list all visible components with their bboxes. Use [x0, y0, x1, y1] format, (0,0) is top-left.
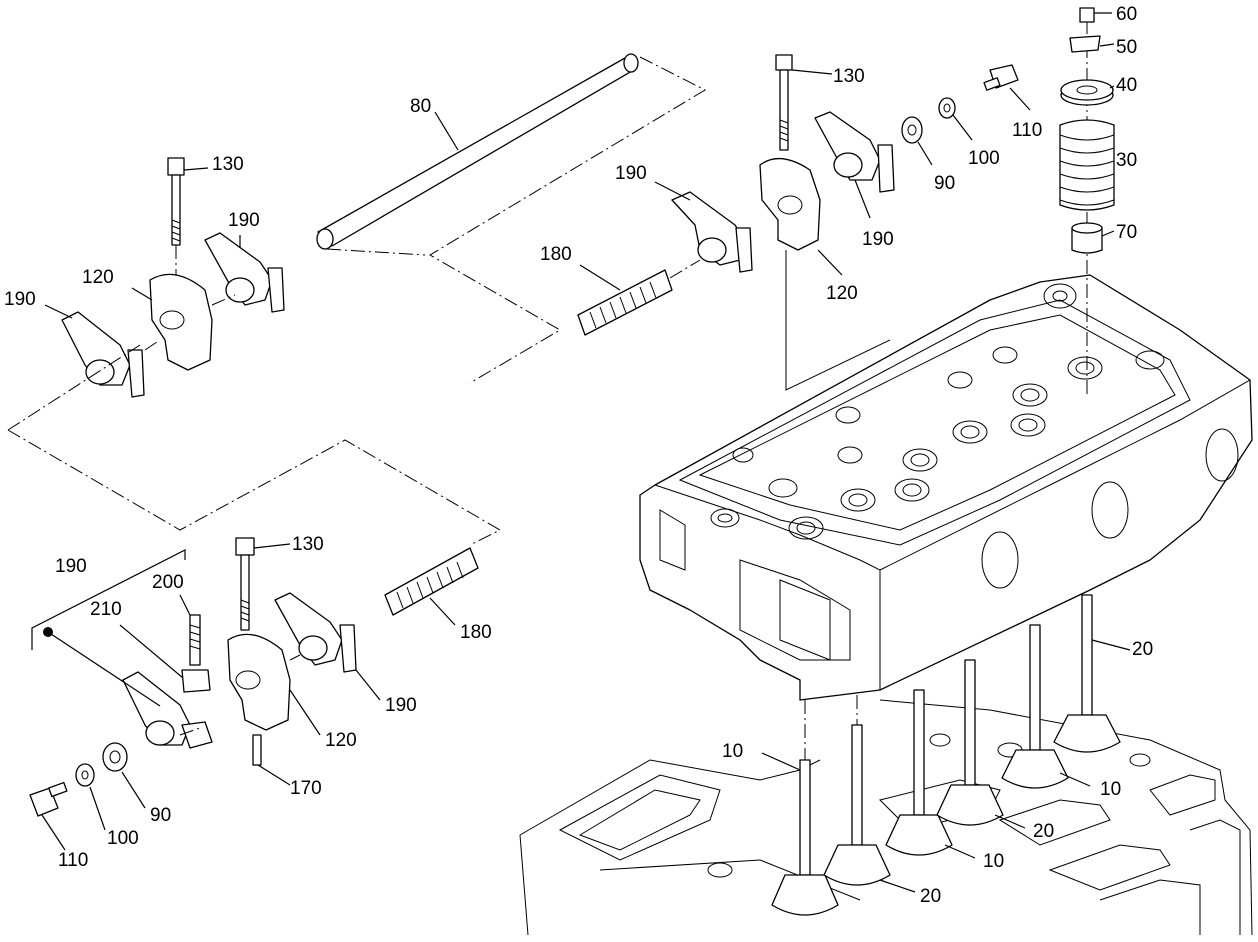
valve-2 [823, 724, 891, 886]
callout-20: 20 [1132, 639, 1153, 660]
rocker-group-top-left [7, 157, 502, 546]
valve-spring [1059, 119, 1115, 211]
callout-50: 50 [1116, 37, 1137, 58]
callout-190: 190 [385, 695, 417, 716]
callout-180: 180 [540, 244, 572, 265]
callout-130: 130 [833, 66, 865, 87]
callout-190: 190 [55, 556, 87, 577]
callout-130: 130 [292, 534, 324, 555]
callout-10: 10 [983, 851, 1004, 872]
valve-1 [771, 759, 839, 916]
valves [771, 594, 1121, 916]
valve-3 [885, 689, 953, 856]
callout-210: 210 [90, 599, 122, 620]
callout-100: 100 [968, 148, 1000, 169]
callout-170: 170 [290, 778, 322, 799]
callout-110: 110 [58, 850, 88, 871]
callout-40: 40 [1116, 75, 1137, 96]
valve-4 [936, 659, 1004, 826]
valve-6 [1053, 594, 1121, 753]
callout-20: 20 [920, 886, 941, 907]
valve-spring-assembly [1059, 7, 1115, 395]
callout-130: 130 [212, 154, 244, 175]
callout-10: 10 [722, 741, 743, 762]
callout-180: 180 [460, 622, 492, 643]
callout-190: 190 [862, 229, 894, 250]
callout-190: 190 [228, 210, 260, 231]
valve-5 [1001, 624, 1069, 789]
callout-100: 100 [107, 828, 139, 849]
callout-190: 190 [615, 163, 647, 184]
callout-120: 120 [82, 267, 114, 288]
callout-30: 30 [1116, 150, 1137, 171]
cylinder-head [639, 274, 1253, 701]
leader-lines [41, 12, 1131, 893]
rocker-spring-bottom [384, 547, 479, 616]
callout-60: 60 [1116, 4, 1137, 25]
callout-20: 20 [1033, 821, 1054, 842]
engine-block [519, 699, 1253, 936]
rocker-group-bottom-left [29, 537, 479, 817]
rocker-shaft [316, 53, 707, 384]
callout-200: 200 [152, 572, 184, 593]
rocker-group-top-right [577, 54, 1019, 391]
callout-120: 120 [826, 283, 858, 304]
callout-80: 80 [410, 96, 431, 117]
callout-90: 90 [934, 173, 955, 194]
callout-70: 70 [1116, 222, 1137, 243]
callout-10: 10 [1100, 779, 1121, 800]
rocker-spring-top [577, 269, 673, 336]
callout-190: 190 [4, 289, 36, 310]
callout-labels: 60 50 40 30 70 130 110 100 90 190 190 12… [4, 4, 1153, 907]
callout-120: 120 [325, 730, 357, 751]
callout-110: 110 [1012, 120, 1042, 141]
callout-90: 90 [150, 805, 171, 826]
